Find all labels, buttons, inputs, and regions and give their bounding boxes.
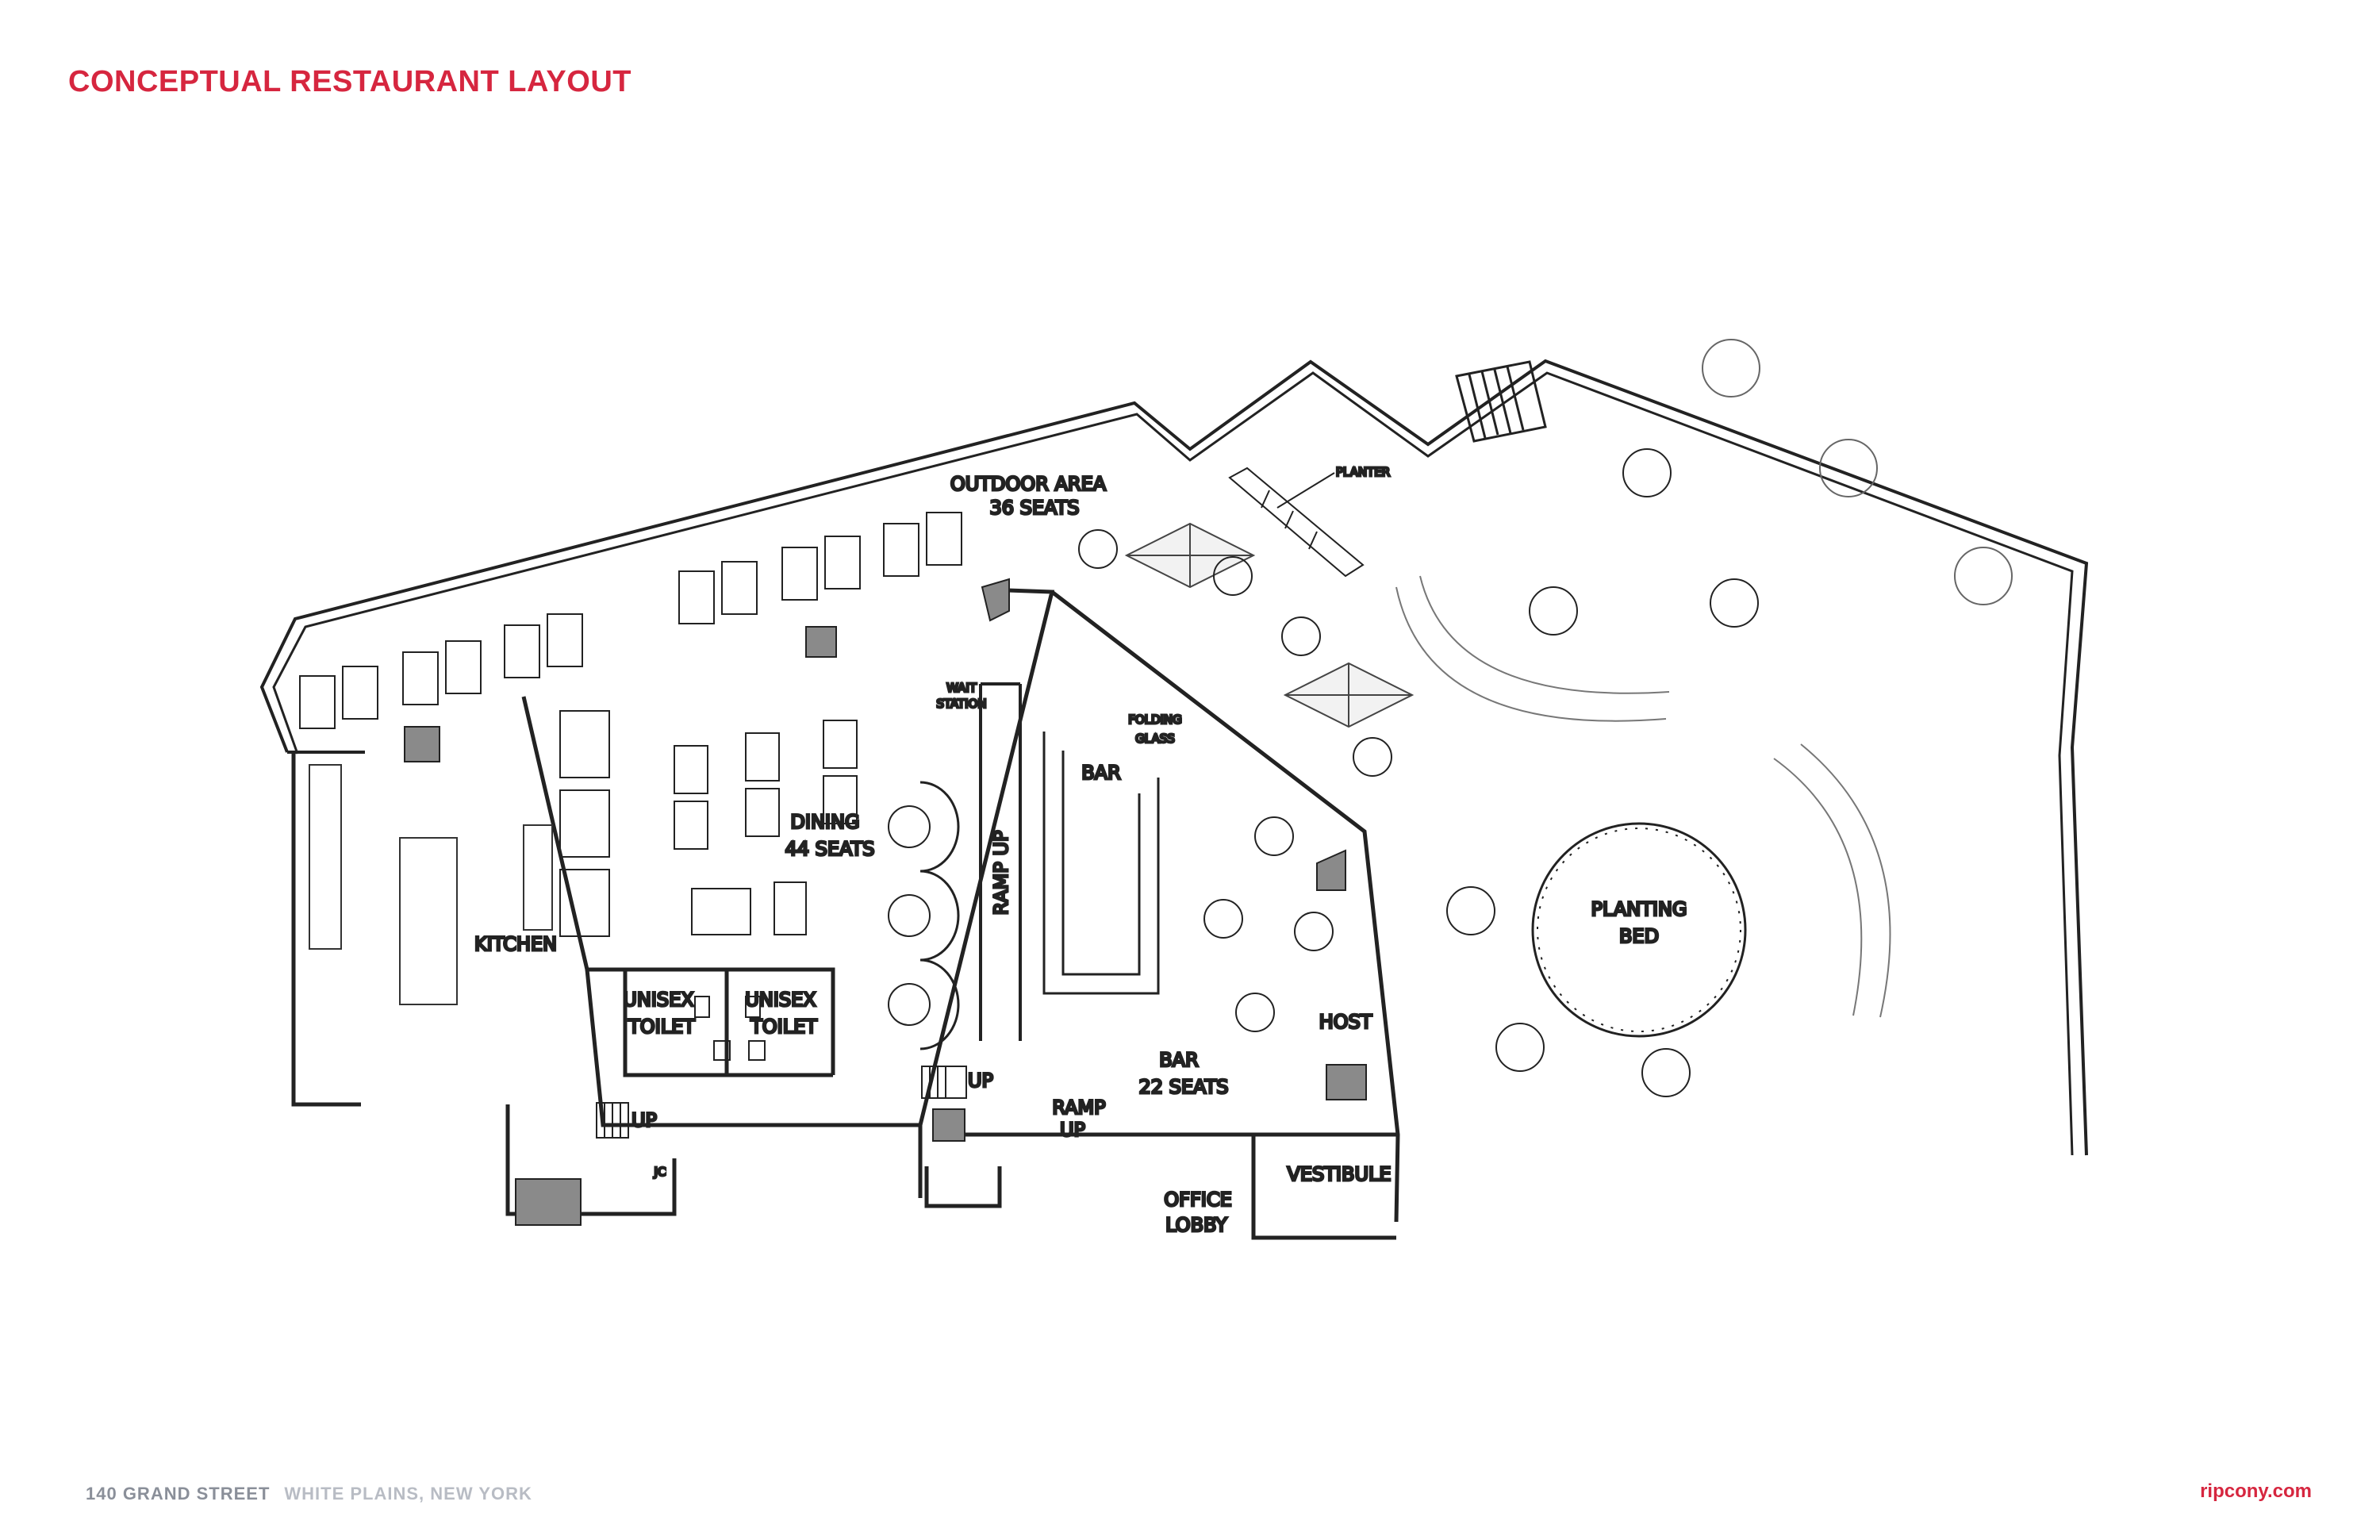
table-cluster-1 [299,666,378,729]
unisex-label-2: UNISEX [745,989,816,1011]
curved-benches [1395,575,1891,1018]
dining-label: DINING [790,811,859,833]
table-cluster-6 [883,512,962,577]
kitchen-label: KITCHEN [474,933,557,955]
entry-steps [596,1066,967,1139]
bar-label: BAR [1081,762,1121,784]
outdoor-seats-label: 36 SEATS [989,497,1079,519]
umbrella-1 [1124,522,1256,589]
glass-label: GLASS [1135,732,1175,746]
street-address: 140 GRAND STREET [86,1484,271,1504]
bar-round-tables [1203,816,1334,1032]
host-label: HOST [1319,1011,1372,1033]
table-cluster-2 [402,640,482,705]
booths [888,781,960,1050]
building-outline [259,359,2089,1156]
office-label: OFFICE [1164,1189,1232,1211]
city-state: WHITE PLAINS, NEW YORK [284,1484,532,1504]
wait-label: WAIT [946,681,977,695]
website-link[interactable]: ripcony.com [2200,1480,2312,1502]
lobby-label: LOBBY [1165,1214,1227,1236]
ramp-label: RAMP [1052,1096,1105,1119]
planter [1228,467,1365,578]
planting-label: PLANTING [1591,898,1687,920]
bar-seats-label: 22 SEATS [1138,1076,1228,1098]
station-label: STATION [936,697,986,711]
decorative-circles [1702,339,2013,605]
outdoor-north-tables [299,512,962,729]
jc-label: JC [654,1165,666,1179]
dining-seats-label: 44 SEATS [785,838,874,860]
up-label-1: UP [631,1109,657,1131]
bathroom-fixtures [694,996,766,1061]
table-cluster-3 [504,613,583,678]
kitchen-equipment [309,764,553,1005]
umbrella-2 [1283,662,1415,728]
outdoor-round-tables [1078,448,1759,1097]
ramp-up-label: RAMP UP [990,831,1012,916]
bed-label: BED [1619,925,1659,947]
unisex-label-1: UNISEX [623,989,693,1011]
columns [404,578,1367,1226]
planter-label: PLANTER [1336,465,1390,479]
page-title: CONCEPTUAL RESTAURANT LAYOUT [68,65,631,98]
interior-walls [291,588,1400,1240]
toilet-label-1: TOILET [628,1016,695,1038]
table-cluster-5 [781,536,861,601]
dining-tables [559,710,858,937]
up-label-2: UP [968,1070,993,1092]
stair [1455,360,1547,443]
outdoor-area-label: OUTDOOR AREA [950,473,1107,495]
folding-label: FOLDING [1128,712,1182,727]
vestibule-label: VESTIBULE [1287,1163,1391,1185]
bar-area-label: BAR [1159,1049,1199,1071]
bar-counter [1042,732,1160,995]
ramp-up-label-2: UP [1060,1119,1085,1141]
table-cluster-4 [678,561,758,624]
planting-bed [1531,822,1747,1038]
footer-address: 140 GRAND STREET WHITE PLAINS, NEW YORK [86,1484,532,1504]
toilet-label-2: TOILET [750,1016,817,1038]
